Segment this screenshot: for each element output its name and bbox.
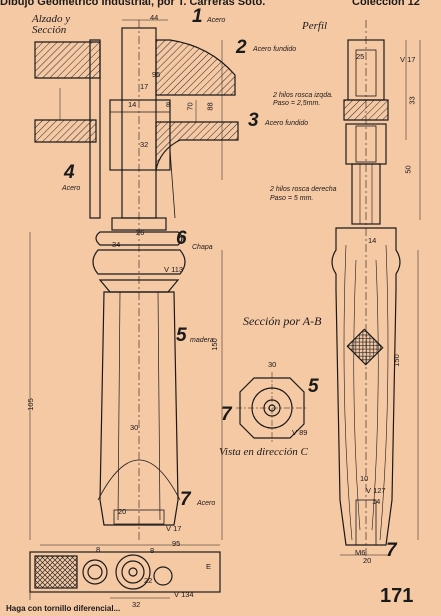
dim-88: 88 xyxy=(205,102,215,111)
dim-30-view-c: 30 xyxy=(268,360,277,369)
lower-jaw-left xyxy=(34,119,97,143)
callout-7-view-c: 7 xyxy=(221,404,232,425)
dim-32-bottom: 32 xyxy=(132,600,141,609)
callout-7-material: Acero xyxy=(197,500,216,507)
callout-4-material: Acero xyxy=(62,185,81,192)
dim-10: 10 xyxy=(360,474,369,483)
front-view xyxy=(29,20,239,600)
dim-50: 50 xyxy=(403,165,413,174)
view-c xyxy=(236,372,308,444)
dim-8-bottom: 8 xyxy=(96,545,101,554)
callout-7-profile: 7 xyxy=(386,540,397,561)
thread-note-left-1: 2 hilos rosca izqda. xyxy=(273,92,333,99)
dim-v89: V 89 xyxy=(292,428,308,437)
front-view-title: Alzado y Sección xyxy=(32,13,71,36)
side-view-title: Perfil xyxy=(302,20,328,32)
thread-note-left-2: Paso = 2,5mm. xyxy=(273,100,321,107)
callout-5-material: madera xyxy=(190,337,214,344)
profile-screw xyxy=(351,163,381,225)
callout-2: 2 xyxy=(236,37,247,58)
callout-1: 1 xyxy=(192,6,203,27)
section-label: Sección por A-B xyxy=(243,314,322,328)
dim-32: 32 xyxy=(140,140,149,149)
dim-m6: M6 xyxy=(355,548,366,557)
handle xyxy=(99,291,179,526)
callout-3-material: Acero fundido xyxy=(265,120,309,127)
dim-70: 70 xyxy=(185,102,195,111)
dim-22: 22 xyxy=(144,576,153,585)
callout-6-material: Chapa xyxy=(192,244,213,251)
callout-7: 7 xyxy=(180,489,191,510)
dim-14: 14 xyxy=(128,100,137,109)
dim-105: 105 xyxy=(25,398,35,411)
dim-v17-profile: V 17 xyxy=(400,55,416,64)
upper-jaw xyxy=(155,39,236,96)
dim-14-profile-bottom: 14 xyxy=(372,497,381,506)
handle-collar xyxy=(95,231,183,246)
dim-33: 33 xyxy=(407,96,417,105)
dim-v113: V 113 xyxy=(164,265,184,274)
dim-v17: V 17 xyxy=(166,524,182,533)
dim-8-top: 8 xyxy=(166,100,171,109)
page-number: 171 xyxy=(380,585,414,607)
slide-block xyxy=(109,99,171,171)
handle-bulb xyxy=(92,249,186,275)
view-c-label: Vista en dirección C xyxy=(219,446,308,458)
dim-25: 25 xyxy=(356,52,365,61)
callout-4: 4 xyxy=(64,162,75,183)
header-title: Dibujo Geométrico Industrial, por T. Car… xyxy=(0,0,266,8)
dim-v134: V 134 xyxy=(174,590,194,599)
profile-handle xyxy=(331,227,401,546)
thread-note-right-1: 2 hilos rosca derecha xyxy=(270,186,337,193)
dim-8-bottom-2: 8 xyxy=(150,546,155,555)
ferrule xyxy=(111,217,167,231)
callout-3: 3 xyxy=(248,110,259,131)
dim-95-bottom: 95 xyxy=(172,539,181,548)
header-collection: Colección 12 xyxy=(352,0,420,8)
dim-34: 34 xyxy=(112,240,121,249)
dim-30-handle: 30 xyxy=(130,423,139,432)
callout-5: 5 xyxy=(176,325,187,346)
dim-150-profile: 150 xyxy=(391,354,401,367)
dim-150-front: 150 xyxy=(209,338,219,351)
dim-20-profile: 20 xyxy=(363,556,372,565)
dim-17-top: 17 xyxy=(140,82,149,91)
callout-5-view-c: 5 xyxy=(308,376,319,397)
dim-95-top: 95 xyxy=(152,70,161,79)
thread-note-right-2: Paso = 5 mm. xyxy=(270,195,314,202)
dimension-lines xyxy=(29,19,421,599)
callout-1-material: Acero xyxy=(207,17,226,24)
footer-text: Haga con tornillo diferencial... xyxy=(6,604,121,613)
dim-44: 44 xyxy=(150,13,159,22)
octagon xyxy=(239,377,305,439)
side-view xyxy=(331,20,401,560)
dim-e: E xyxy=(206,562,212,571)
upper-jaw-left xyxy=(34,41,101,79)
callout-2-material: Acero fundido xyxy=(253,46,297,53)
dim-v127: V 127 xyxy=(366,486,386,495)
dim-26: 26 xyxy=(136,228,145,237)
dim-20-bottom: 20 xyxy=(118,507,127,516)
callout-6: 6 xyxy=(176,228,187,249)
part1-bar xyxy=(89,39,101,219)
dim-14-profile: 14 xyxy=(368,236,377,245)
lower-jaw xyxy=(155,121,239,171)
